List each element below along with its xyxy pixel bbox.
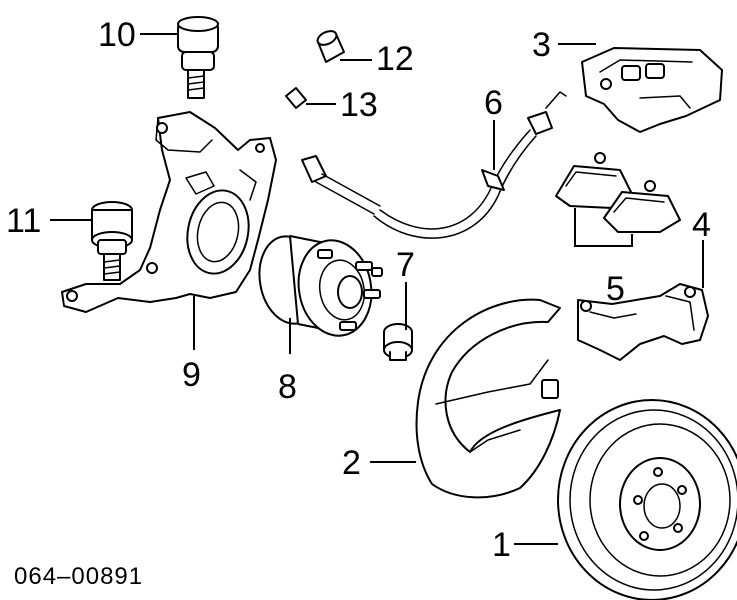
part-1-brake-rotor bbox=[557, 399, 737, 600]
part-6-brake-hose bbox=[301, 91, 567, 239]
part-13-pin bbox=[285, 87, 307, 109]
part-10-upper-ball-joint bbox=[177, 16, 219, 99]
part-5-brake-pads bbox=[555, 152, 681, 247]
callout-10: 10 bbox=[98, 16, 136, 54]
callout-7: 7 bbox=[396, 246, 415, 284]
leader-lines bbox=[50, 33, 704, 545]
callout-5: 5 bbox=[606, 270, 625, 308]
callout-2: 2 bbox=[342, 444, 361, 482]
wheel-studs bbox=[317, 249, 383, 331]
callout-labels: 1 2 3 4 5 6 7 8 9 10 11 12 13 bbox=[6, 16, 711, 564]
callout-4: 4 bbox=[692, 206, 711, 244]
part-3-caliper bbox=[581, 47, 723, 133]
callout-6: 6 bbox=[484, 84, 503, 122]
part-12-bushing bbox=[316, 30, 345, 63]
part-11-lower-ball-joint bbox=[91, 201, 133, 281]
callout-9: 9 bbox=[182, 356, 201, 394]
part-9-steering-knuckle bbox=[61, 111, 277, 313]
callout-3: 3 bbox=[532, 26, 551, 64]
callout-11: 11 bbox=[6, 202, 41, 240]
callout-8: 8 bbox=[278, 368, 297, 406]
callout-1: 1 bbox=[492, 526, 511, 564]
diagram-code: 064–00891 bbox=[14, 563, 143, 590]
callout-12: 12 bbox=[376, 40, 414, 78]
part-7-nut bbox=[383, 323, 413, 361]
part-2-splash-shield bbox=[415, 298, 561, 499]
part-8-hub-bearing bbox=[258, 235, 383, 337]
part-4-caliper-bracket bbox=[577, 283, 709, 361]
callout-13: 13 bbox=[340, 86, 378, 124]
